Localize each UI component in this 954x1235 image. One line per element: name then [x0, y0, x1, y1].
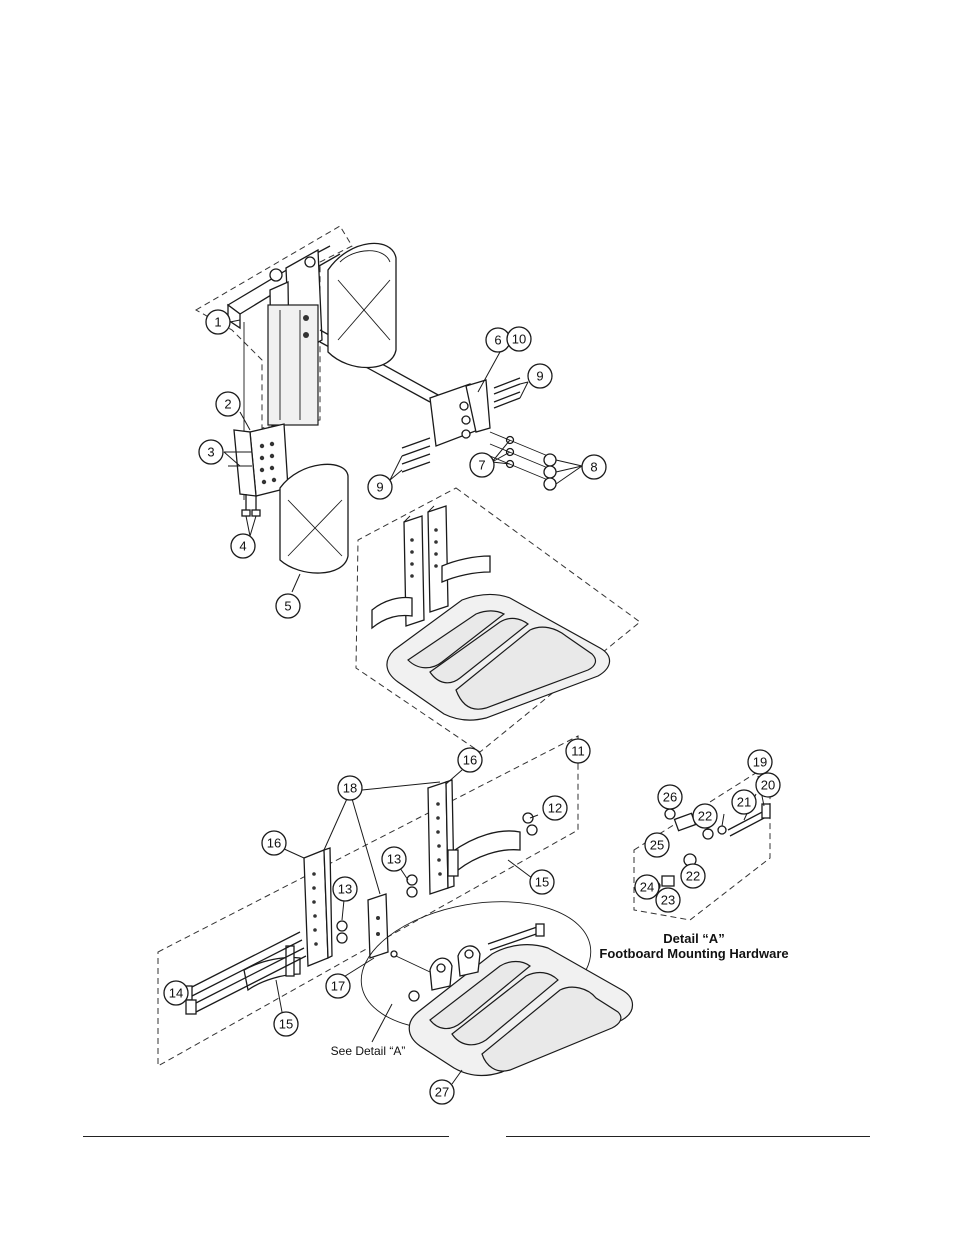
- callout-13-right: 13: [381, 846, 407, 872]
- callout-26: 26: [657, 784, 683, 810]
- callout-16-left: 16: [261, 830, 287, 856]
- callout-25: 25: [644, 832, 670, 858]
- svg-text:4: 4: [239, 539, 246, 554]
- svg-text:1: 1: [214, 315, 221, 330]
- callout-4: 4: [230, 533, 256, 559]
- lower-exploded-assembly: [157, 735, 634, 1077]
- callout-19: 19: [747, 749, 773, 775]
- footer-rule-right: [506, 1136, 870, 1137]
- svg-text:20: 20: [761, 778, 775, 793]
- svg-text:16: 16: [267, 836, 281, 851]
- svg-text:19: 19: [753, 755, 767, 770]
- callout-27: 27: [429, 1079, 455, 1105]
- callout-5: 5: [275, 593, 301, 619]
- callout-14: 14: [163, 980, 189, 1006]
- callout-15-right: 15: [529, 869, 555, 895]
- callout-15-left: 15: [273, 1011, 299, 1037]
- svg-text:17: 17: [331, 979, 345, 994]
- callout-20: 20: [755, 772, 781, 798]
- callout-9-upper: 9: [527, 363, 553, 389]
- callout-24: 24: [634, 874, 660, 900]
- svg-text:12: 12: [548, 801, 562, 816]
- svg-text:7: 7: [478, 458, 485, 473]
- pad-bracket: [228, 423, 289, 517]
- callout-8: 8: [581, 454, 607, 480]
- callout-21: 21: [731, 789, 757, 815]
- callout-1: 1: [205, 309, 231, 335]
- svg-text:26: 26: [663, 790, 677, 805]
- svg-text:24: 24: [640, 880, 654, 895]
- detail-a-subtitle: Footboard Mounting Hardware: [599, 946, 788, 961]
- svg-text:22: 22: [698, 809, 712, 824]
- callout-12: 12: [542, 795, 568, 821]
- svg-text:22: 22: [686, 869, 700, 884]
- footer-rule-left: [83, 1136, 449, 1137]
- svg-text:14: 14: [169, 986, 183, 1001]
- svg-text:5: 5: [284, 599, 291, 614]
- leg-pad: [279, 463, 349, 574]
- svg-text:8: 8: [590, 460, 597, 475]
- callout-10: 10: [506, 326, 532, 352]
- calf-pad: [327, 242, 397, 369]
- svg-text:25: 25: [650, 838, 664, 853]
- callout-22-upper: 22: [692, 803, 718, 829]
- callout-9-lower: 9: [367, 474, 393, 500]
- svg-text:15: 15: [535, 875, 549, 890]
- svg-text:3: 3: [207, 445, 214, 460]
- svg-text:9: 9: [536, 369, 543, 384]
- svg-text:27: 27: [435, 1085, 449, 1100]
- svg-text:16: 16: [463, 753, 477, 768]
- callout-3: 3: [198, 439, 224, 465]
- svg-text:13: 13: [387, 852, 401, 867]
- callout-11: 11: [565, 738, 591, 764]
- svg-text:10: 10: [512, 332, 526, 347]
- callout-2: 2: [215, 391, 241, 417]
- svg-text:11: 11: [571, 744, 585, 759]
- footplate-assembly: [355, 487, 641, 753]
- svg-text:21: 21: [737, 795, 751, 810]
- callout-18: 18: [337, 775, 363, 801]
- callout-17: 17: [325, 973, 351, 999]
- svg-text:13: 13: [338, 882, 352, 897]
- svg-text:9: 9: [376, 480, 383, 495]
- callout-16-right: 16: [457, 747, 483, 773]
- see-detail-note: See Detail “A”: [331, 1044, 406, 1058]
- svg-text:2: 2: [224, 397, 231, 412]
- callout-13-left: 13: [332, 876, 358, 902]
- svg-text:6: 6: [494, 333, 501, 348]
- hanger-assembly: [194, 225, 441, 500]
- svg-text:18: 18: [343, 781, 357, 796]
- callout-22-lower: 22: [680, 863, 706, 889]
- svg-text:23: 23: [661, 893, 675, 908]
- callout-23: 23: [655, 887, 681, 913]
- callout-7: 7: [469, 452, 495, 478]
- detail-a-title: Detail “A”: [663, 931, 724, 946]
- svg-text:15: 15: [279, 1017, 293, 1032]
- mounting-block: [401, 377, 557, 491]
